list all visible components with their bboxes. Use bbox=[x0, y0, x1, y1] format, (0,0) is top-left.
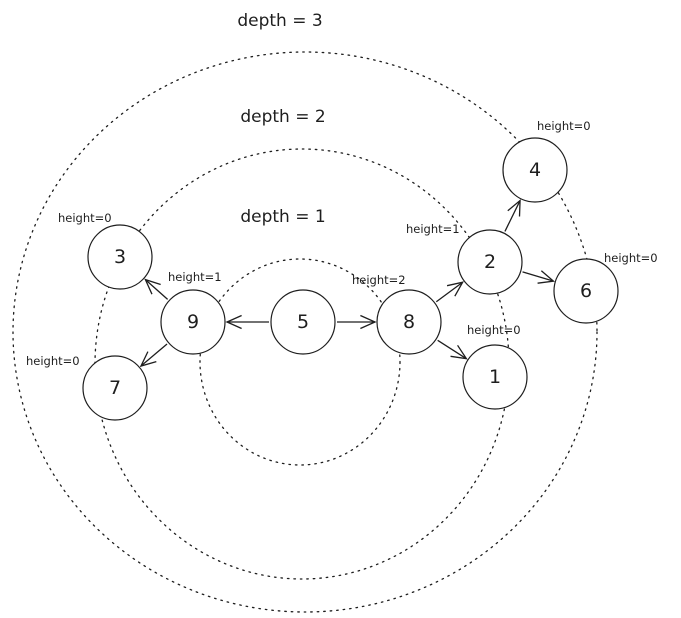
tree-node-8: 8 height=2 bbox=[352, 273, 442, 355]
node-circle bbox=[82, 355, 148, 421]
height-label: height=1 bbox=[168, 270, 222, 284]
node-label: 6 bbox=[580, 280, 592, 302]
node-circle bbox=[457, 229, 523, 295]
edge-8-1 bbox=[437, 339, 467, 360]
node-circle bbox=[502, 137, 568, 203]
node-label: 4 bbox=[529, 159, 541, 181]
tree-node-1: 1 height=0 bbox=[462, 323, 528, 410]
arrowhead-icon bbox=[507, 199, 521, 217]
edge-2-4 bbox=[504, 200, 521, 232]
tree-node-3: 3 height=0 bbox=[58, 211, 153, 290]
node-circle bbox=[462, 344, 528, 410]
nodes: 5 9 height=1 8 height=2 3 height=0 7 height=0 2 he… bbox=[26, 119, 658, 421]
edge-9-7 bbox=[140, 343, 168, 367]
tree-node-7: 7 height=0 bbox=[26, 354, 148, 421]
height-label: height=0 bbox=[467, 323, 521, 337]
node-label: 8 bbox=[403, 311, 415, 333]
depth-ring-3 bbox=[12, 51, 598, 613]
node-label: 9 bbox=[187, 311, 199, 333]
edges bbox=[139, 199, 555, 368]
edge-8-2 bbox=[435, 281, 464, 303]
height-label: height=0 bbox=[604, 251, 658, 265]
arrowhead-icon bbox=[446, 281, 464, 297]
depth-ring-1 bbox=[199, 258, 401, 466]
tree-node-5: 5 bbox=[270, 289, 336, 355]
node-circle bbox=[376, 289, 442, 355]
node-label: 2 bbox=[484, 251, 496, 273]
node-label: 7 bbox=[109, 377, 121, 399]
node-label: 3 bbox=[114, 246, 126, 268]
tree-node-9: 9 height=1 bbox=[160, 270, 226, 355]
height-label: height=0 bbox=[58, 211, 112, 225]
tree-node-6: 6 height=0 bbox=[553, 251, 658, 324]
node-circle bbox=[160, 289, 226, 355]
tree-node-4: 4 height=0 bbox=[502, 119, 591, 203]
arrowhead-icon bbox=[537, 270, 555, 284]
depth-label-3: depth = 3 bbox=[237, 11, 322, 31]
arrowhead-icon bbox=[144, 278, 161, 295]
arrowhead-icon bbox=[360, 314, 377, 330]
depth-label-1: depth = 1 bbox=[240, 207, 325, 227]
node-label: 5 bbox=[297, 311, 309, 333]
height-label: height=1 bbox=[406, 222, 460, 236]
arrowhead-icon bbox=[225, 314, 242, 330]
height-label: height=0 bbox=[537, 119, 591, 133]
node-label: 1 bbox=[489, 366, 501, 388]
node-circle bbox=[553, 258, 619, 324]
edge-9-3 bbox=[144, 279, 169, 300]
height-label: height=0 bbox=[26, 354, 80, 368]
arrowhead-icon bbox=[139, 351, 157, 368]
node-circle bbox=[87, 224, 153, 290]
height-label: height=2 bbox=[352, 273, 406, 287]
edge-2-6 bbox=[522, 271, 554, 282]
arrowhead-icon bbox=[450, 344, 468, 360]
tree-node-2: 2 height=1 bbox=[406, 222, 523, 295]
node-circle bbox=[270, 289, 336, 355]
depth-label-2: depth = 2 bbox=[240, 107, 325, 127]
